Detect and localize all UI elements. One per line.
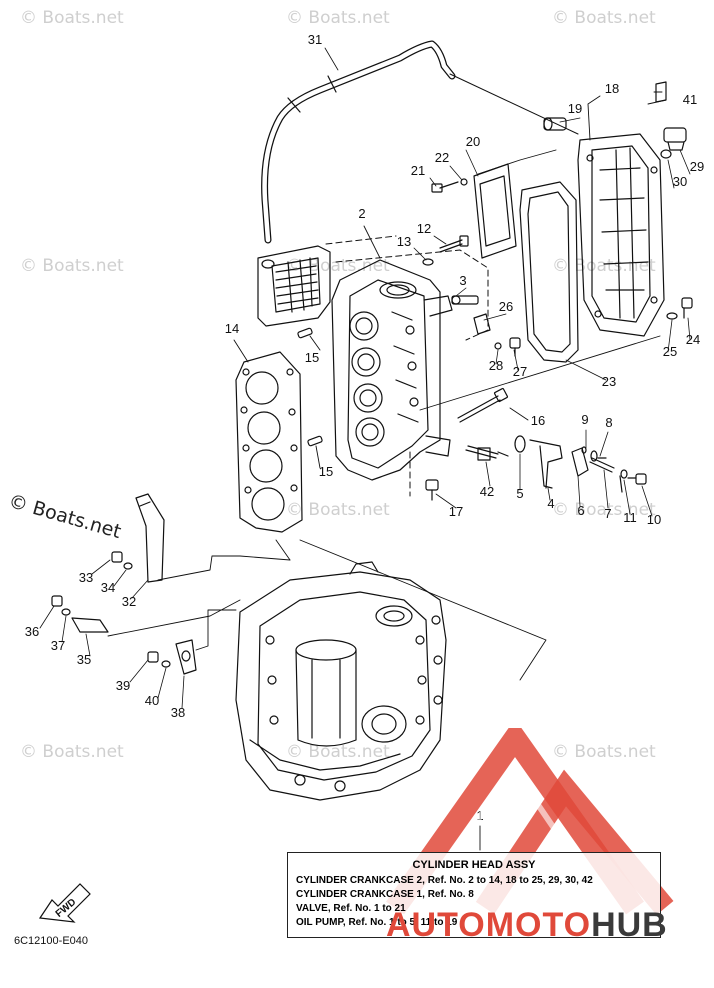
callout-20: 20 xyxy=(466,134,480,149)
exhaust-cover xyxy=(577,133,665,337)
callout-12: 12 xyxy=(417,221,431,236)
callout-22: 22 xyxy=(435,150,449,165)
head-bound-lines xyxy=(325,235,489,497)
diagram-code: 6C12100-E040 xyxy=(14,935,89,947)
callout-13: 13 xyxy=(397,234,411,249)
callout-8: 8 xyxy=(605,415,612,430)
callout-28: 28 xyxy=(489,358,503,373)
assembly-title: CYLINDER HEAD ASSY xyxy=(412,859,536,871)
watermark: © Boats.net xyxy=(552,500,656,520)
anode-cap xyxy=(660,127,687,159)
info-row: VALVE, Ref. No. 1 to 21 xyxy=(296,903,406,914)
callout-23: 23 xyxy=(602,374,616,389)
leader-lines xyxy=(39,47,691,709)
callout-14: 14 xyxy=(225,321,239,336)
callout-27: 27 xyxy=(513,364,527,379)
info-row: CYLINDER CRANKCASE 2, Ref. No. 2 to 14, … xyxy=(296,875,593,886)
callout-30: 30 xyxy=(673,174,687,189)
watermark: © Boats.net xyxy=(20,742,124,762)
fwd-label: FWD xyxy=(54,897,79,920)
info-row: CYLINDER CRANKCASE 1, Ref. No. 8 xyxy=(296,889,474,900)
watermark: © Boats.net xyxy=(286,8,390,28)
watermark: © Boats.net xyxy=(286,742,390,762)
callout-21: 21 xyxy=(411,163,425,178)
bolt-16 xyxy=(457,387,509,423)
head-gasket xyxy=(235,351,303,533)
watermark: © Boats.net xyxy=(552,742,656,762)
info-row: OIL PUMP, Ref. No. 1 to 5, 11 to 19 xyxy=(296,917,458,928)
callout-35: 35 xyxy=(77,652,91,667)
bolt-24 xyxy=(666,297,693,320)
breather-hose xyxy=(261,40,579,244)
callout-16: 16 xyxy=(531,413,545,428)
bracket-38 xyxy=(147,639,197,675)
callout-40: 40 xyxy=(145,693,159,708)
cover-plug xyxy=(543,117,567,131)
dowel-pins xyxy=(297,327,323,447)
callout-6: 6 xyxy=(577,503,584,518)
callout-26: 26 xyxy=(499,299,513,314)
callout-36: 36 xyxy=(25,624,39,639)
callout-17: 17 xyxy=(449,504,463,519)
callout-2: 2 xyxy=(358,206,365,221)
callout-32: 32 xyxy=(122,594,136,609)
bracket-35 xyxy=(51,595,109,633)
reference-lines xyxy=(107,91,667,851)
callout-24: 24 xyxy=(686,332,700,347)
callout-9: 9 xyxy=(581,412,588,427)
callout-38: 38 xyxy=(171,705,185,720)
cover-gasket xyxy=(519,181,579,363)
cylinder-head xyxy=(331,259,453,481)
callout-4: 4 xyxy=(547,496,554,511)
bracket-26-28 xyxy=(473,313,521,357)
oil-separator xyxy=(257,245,331,327)
callout-39: 39 xyxy=(116,678,130,693)
watermark: © Boats.net xyxy=(552,256,656,276)
bolt-12 xyxy=(422,235,469,266)
callout-19: 19 xyxy=(568,101,582,116)
callout-37: 37 xyxy=(51,638,65,653)
callout-5: 5 xyxy=(516,486,523,501)
crankcase-block xyxy=(235,561,447,801)
callout-29: 29 xyxy=(690,159,704,174)
thermostat-parts xyxy=(571,446,647,493)
valve-part xyxy=(451,295,479,305)
callout-11: 11 xyxy=(623,510,637,525)
callout-7: 7 xyxy=(604,506,611,521)
head-cover-plate xyxy=(431,163,517,259)
callout-25: 25 xyxy=(663,344,677,359)
callout-3: 3 xyxy=(459,273,466,288)
watermark: © Boats.net xyxy=(286,256,390,276)
callout-31: 31 xyxy=(308,32,322,47)
bracket-32 xyxy=(111,493,165,583)
callout-42: 42 xyxy=(480,484,494,499)
automotohub-logo-text: AUTOMOTOHUB xyxy=(386,906,668,944)
temp-sensor xyxy=(465,445,509,461)
forward-arrow-icon xyxy=(38,883,91,923)
watermark: © Boats.net xyxy=(20,8,124,28)
watermark: © Boats.net xyxy=(286,500,390,520)
callout-15: 15 xyxy=(319,464,333,479)
callout-33: 33 xyxy=(79,570,93,585)
callout-15: 15 xyxy=(305,350,319,365)
assembly-info-box: CYLINDER HEAD ASSY CYLINDER CRANKCASE 2,… xyxy=(287,852,661,938)
thermostat-cover xyxy=(514,435,563,489)
callout-18: 18 xyxy=(605,81,619,96)
callout-41: 41 xyxy=(683,92,697,107)
bolt-17 xyxy=(425,479,439,501)
watermark: © Boats.net xyxy=(552,8,656,28)
callout-34: 34 xyxy=(101,580,115,595)
callout-10: 10 xyxy=(647,512,661,527)
watermark: © Boats.net xyxy=(20,256,124,276)
